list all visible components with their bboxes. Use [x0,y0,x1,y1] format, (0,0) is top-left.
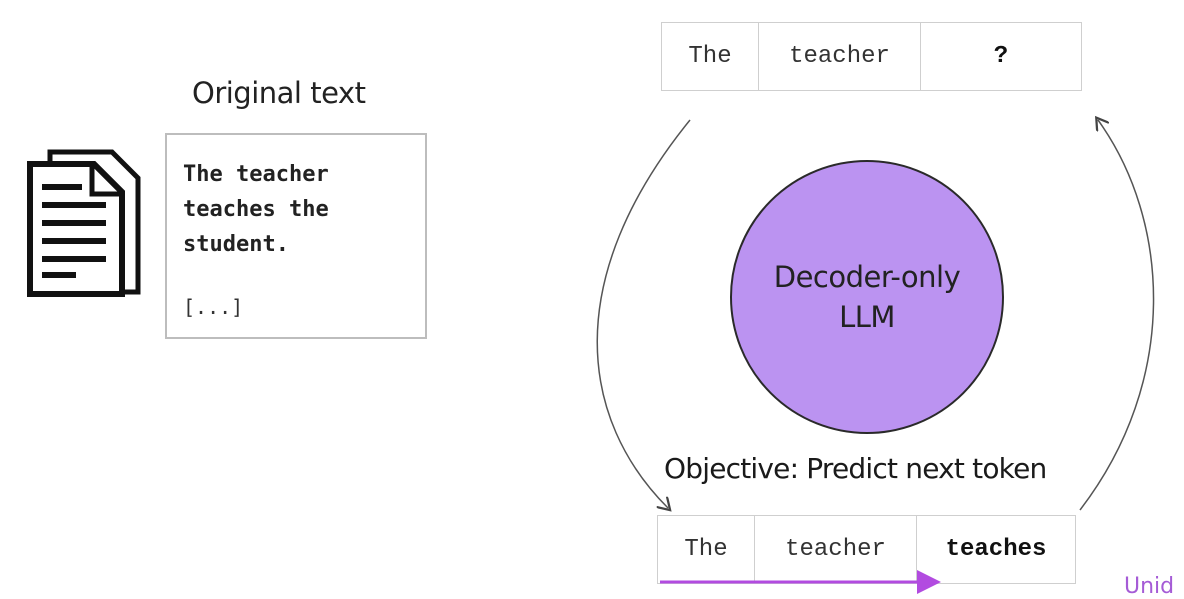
corner-label: Unid [1124,574,1175,599]
token-cell: teacher [757,22,922,91]
decoder-only-llm-circle: Decoder-only LLM [730,160,1004,434]
input-token-row: The teacher ? [661,22,1082,91]
original-text-label: Original text [192,76,366,110]
predicted-token-cell: ? [920,22,1082,91]
output-token-row: The teacher teaches [657,515,1076,584]
target-token-cell: teaches [916,515,1076,584]
objective-label: Objective: Predict next token [664,452,1047,485]
original-text-body: The teacher teaches the student. [183,162,329,257]
original-text-ellipsis: [...] [183,295,244,319]
token-cell: The [661,22,759,91]
token-cell: teacher [753,515,918,584]
left-arc-arrow [596,119,691,508]
right-arc-arrow [1079,120,1155,511]
document-icon [26,148,142,302]
original-text-box: The teacher teaches the student. [...] [165,133,427,339]
llm-label: Decoder-only LLM [773,260,961,334]
token-cell: The [657,515,755,584]
